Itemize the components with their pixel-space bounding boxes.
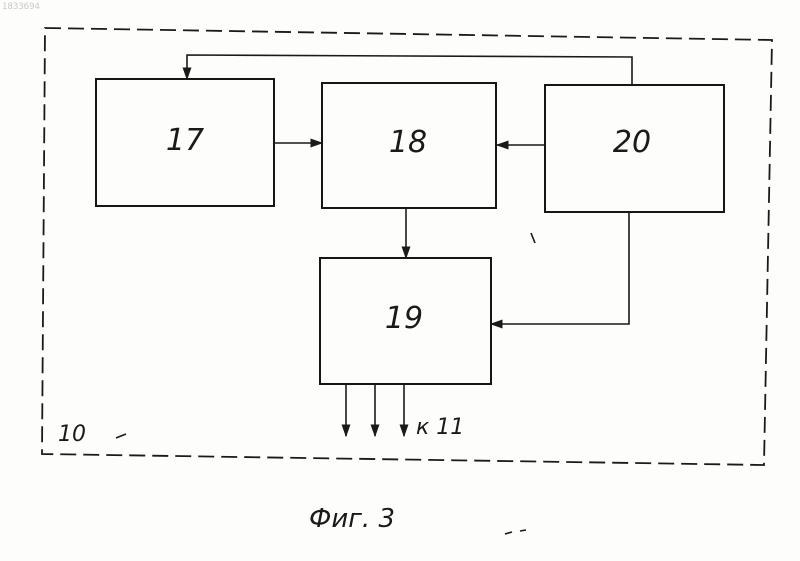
block-19-label: 19 bbox=[385, 301, 423, 336]
block-17-label: 17 bbox=[166, 123, 204, 158]
arrow-20-to-19 bbox=[491, 212, 629, 324]
scan-mark bbox=[531, 233, 535, 243]
outer-unit-label: 10 bbox=[58, 422, 86, 447]
outer-dashed-boundary bbox=[42, 28, 772, 465]
block-18-label: 18 bbox=[389, 125, 427, 160]
scan-stamp: 1833694 bbox=[2, 2, 40, 12]
output-destination-label: к 11 bbox=[416, 415, 464, 440]
scribble-mark bbox=[116, 434, 126, 438]
block-20-label: 20 bbox=[613, 125, 651, 160]
arrow-20-to-17-feedback bbox=[187, 55, 632, 85]
scan-mark bbox=[505, 532, 512, 534]
scan-mark bbox=[520, 530, 526, 531]
figure-caption: Фиг. 3 bbox=[309, 504, 395, 534]
